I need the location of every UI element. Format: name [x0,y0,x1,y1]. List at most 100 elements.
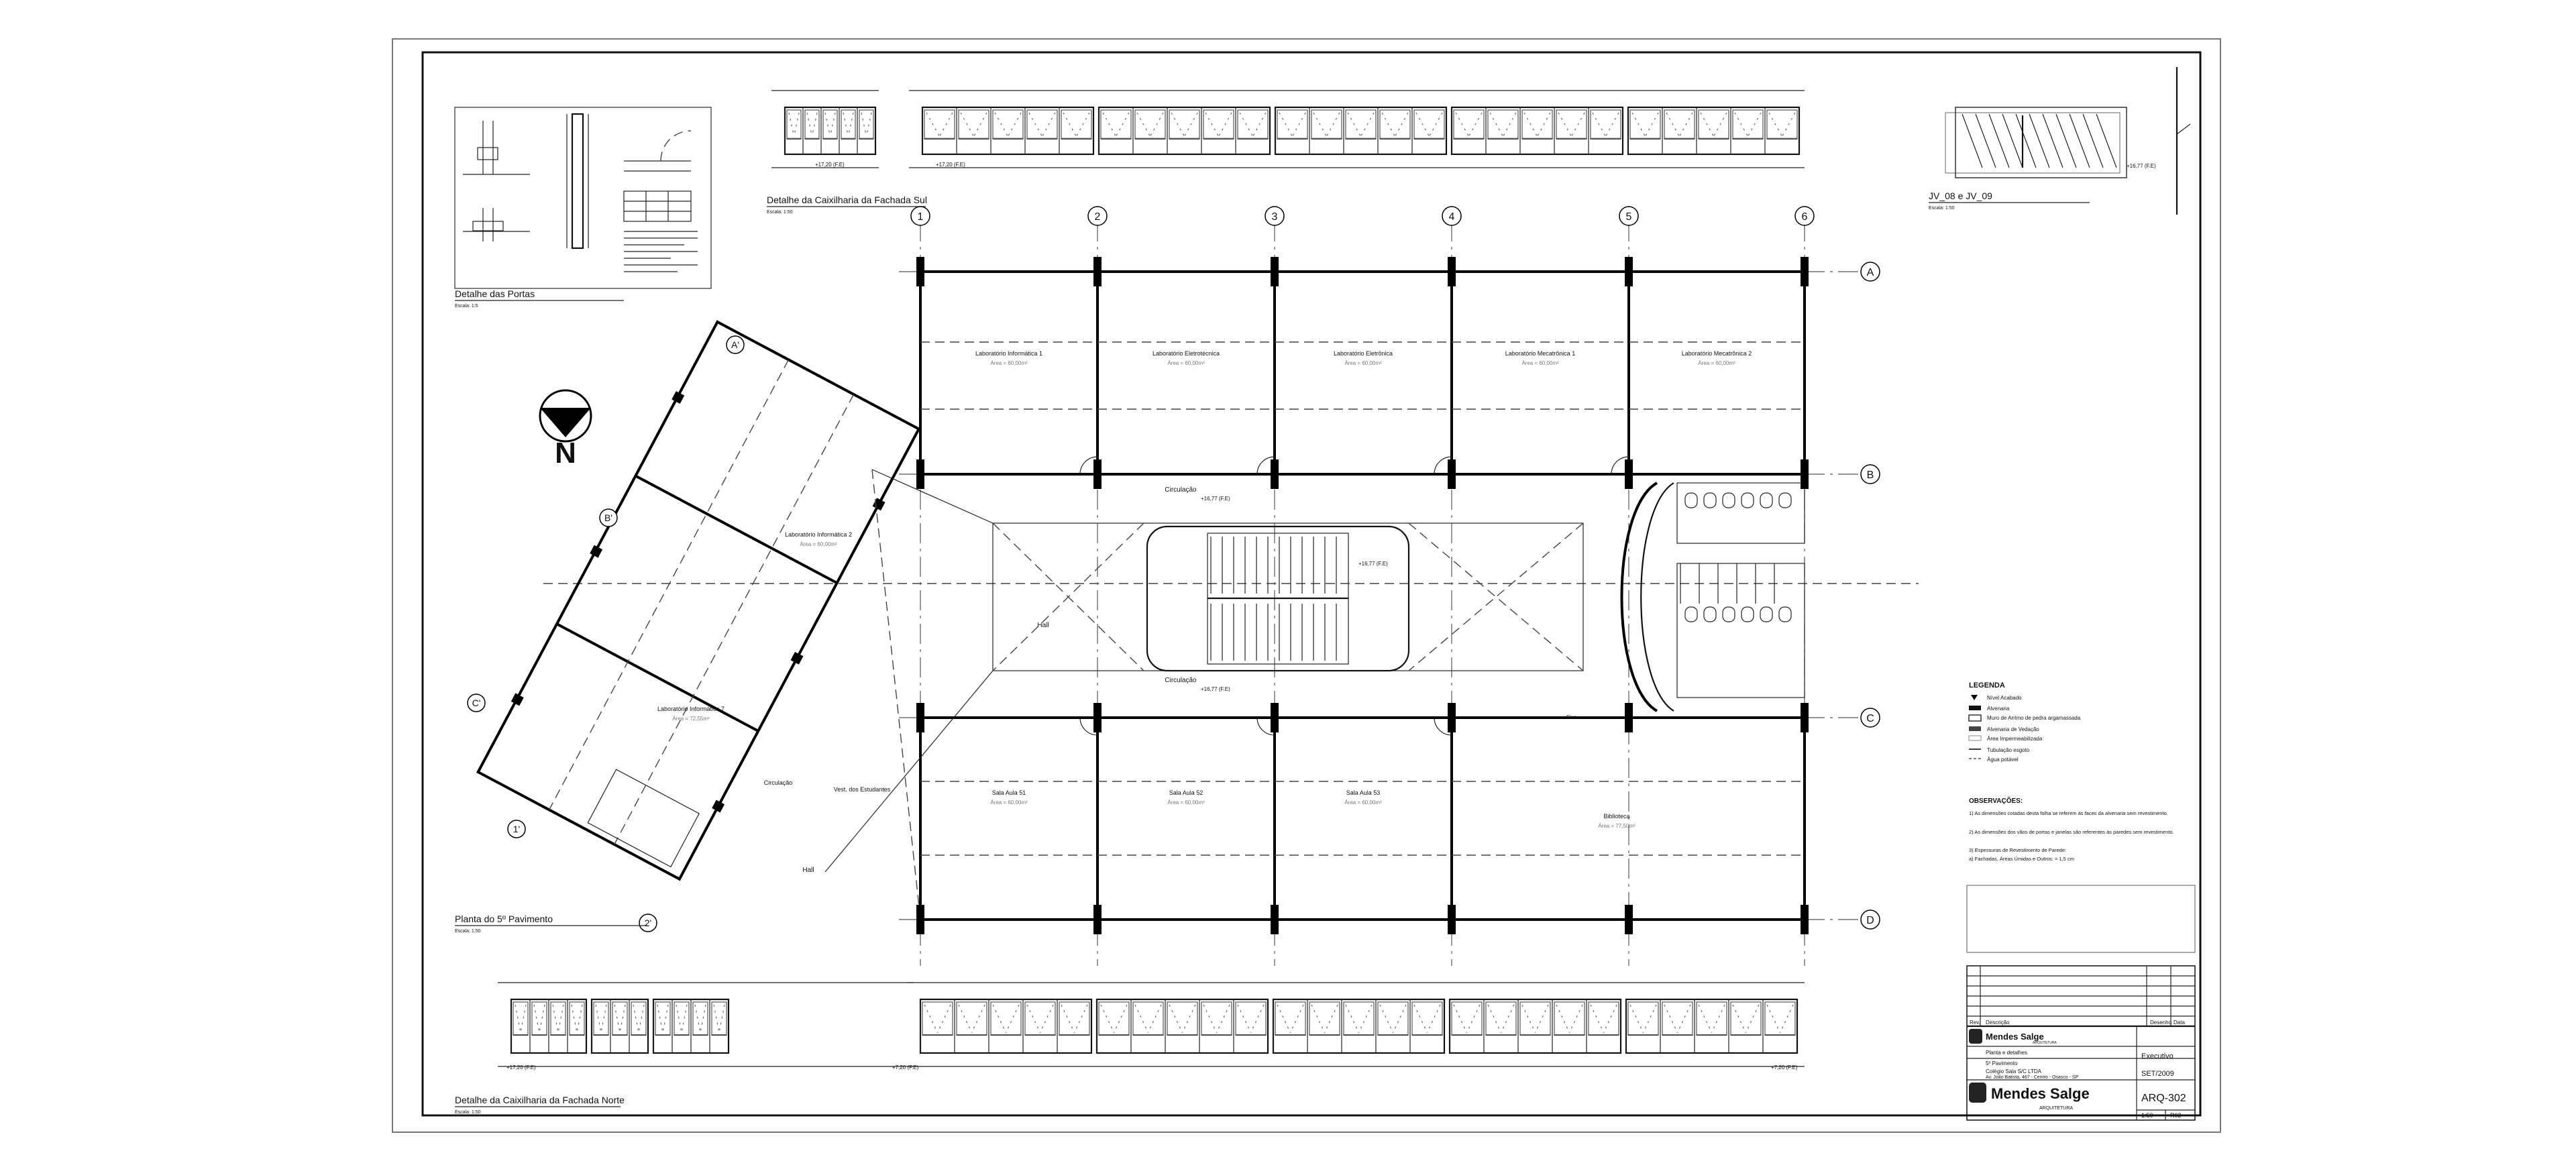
structural-column [1271,459,1279,489]
grid-bubble-diag [507,820,526,838]
room-name: Laboratório Eletrônica [1334,350,1393,357]
rev-header-cell: Desenho [2150,1019,2172,1026]
grid-bubble-row [1860,708,1880,728]
grid-bubble-col [1442,206,1462,226]
south-frame-scale: Escala: 1:50 [767,210,793,215]
structural-column [1093,257,1102,286]
firm-name-large: Mendes Salge [1991,1085,2090,1102]
firm-sub-large: ARQUITETURA [2039,1106,2074,1111]
label-circ-top: Circulação [1165,486,1197,494]
grid-bubble-diag [599,508,618,527]
grid-bubble-col [910,206,930,226]
north-label: N [555,437,576,470]
grid-label-row: D [1866,915,1874,926]
structural-column [1271,703,1279,732]
legend-item: Água potável [1987,757,2019,763]
grid-label-row: A [1867,267,1874,278]
label-fixo: Fixo [1566,714,1577,720]
room-name: Laboratório Informática 1 [975,350,1042,357]
room-name: Laboratório Informática 2 [785,531,852,538]
room-area: Área = 72,55m² [672,716,710,722]
grid-label-col: 1 [918,211,924,223]
firm-sub: ARQUITETURA [2033,1041,2057,1045]
grid-label-diag: 2' [645,918,651,928]
level-jv: +16,77 (F.E) [2127,163,2156,169]
label-circ-side: Circulação [764,779,793,786]
south-facade-frames [771,90,1805,168]
tb-endereco: Av. João Batista, 467 - Centro - Osasco … [1986,1075,2079,1080]
structural-column [916,703,924,732]
jv-title: JV_08 e JV_09 [1929,190,1992,201]
north-facade-frames [498,982,1805,1067]
legend-item: Área Impermeabilizada [1987,736,2043,742]
structural-column [1801,257,1809,286]
grid-label-col: 2 [1095,211,1101,223]
structural-column [1093,459,1102,489]
label-hall2: Hall [802,867,814,874]
label-vest: Vest. dos Estudantes [834,786,891,793]
tb-data: SET/2009 [2141,1070,2174,1078]
level-south-b: +17,20 (F.E) [936,162,965,168]
tb-cliente: Colégio Sala S/C LTDA [1986,1068,2042,1074]
inner-border [421,51,2202,1117]
grid-bubble-diag [467,694,486,712]
room-area: Área = 60,00m² [1521,360,1559,366]
structural-column [1271,257,1279,286]
notes-title: OBSERVAÇÕES: [1969,796,2023,805]
structural-column [1625,905,1633,934]
structural-column [1093,905,1102,934]
level-south-a: +17,20 (F.E) [815,162,845,168]
tb-revisao: R02 [2170,1112,2182,1119]
rev-header-cell: Descrição [1986,1019,2010,1026]
legend-swatches [1968,695,1982,759]
tb-escala: 1:50 [2141,1112,2153,1119]
legend-item: Alvenaria de Vedação [1987,726,2039,732]
note-item: 1) As dimensões cotadas desta folha se r… [1969,810,2168,816]
structural-column [1625,459,1633,489]
structural-column [1271,905,1279,934]
grid-label-diag: 1' [513,824,520,834]
grid-label-row: B [1867,470,1874,481]
plan-scale: Escala: 1:50 [455,929,481,934]
note-item: 2) As dimensões dos vãos de portas e jan… [1969,829,2174,835]
structural-column [916,459,924,489]
label-hall: Hall [1037,622,1049,629]
room-name: Laboratório Informática 7 [657,706,724,712]
note-item: a) Fachadas, Áreas Úmidas e Outros: = 1,… [1969,856,2074,862]
structural-column [1448,703,1456,732]
door-detail [454,107,712,289]
level-north-a: +17,20 (F.E) [506,1064,536,1070]
room-name: Sala Aula 53 [1346,789,1381,796]
room-area: Área = 60,00m² [1344,360,1382,366]
structural-column [1448,905,1456,934]
doors-title: Detalhe das Portas [455,288,535,299]
north-arrow [539,389,592,443]
outer-border [392,38,2221,1133]
title-block [1966,885,2196,1121]
south-frame-title: Detalhe da Caixilharia da Fachada Sul [767,195,927,205]
room-area: Área = 60,00m² [990,799,1028,806]
structural-column [1093,703,1102,732]
floor-plan [476,221,1919,966]
structural-column [916,905,924,934]
structural-column [1625,257,1633,286]
structural-column [1448,459,1456,489]
room-area: Área = 60,00m² [990,360,1028,366]
level-north-b: +7,20 (F.E) [892,1064,919,1070]
doors-scale: Escala: 1:5 [455,304,478,309]
grid-label-col: 4 [1449,211,1455,223]
rev-header-cell: Data [2174,1019,2185,1026]
grid-label-col: 6 [1802,211,1808,223]
jv-detail [1945,67,2191,215]
jv-scale: Escala: 1:50 [1929,206,1955,211]
grid-bubble-col [1265,206,1285,226]
room-name: Laboratório Eletrotécnica [1152,350,1220,357]
room-area: Área = 60,00m² [800,541,837,547]
structural-column [1801,459,1809,489]
grid-bubble-col [1619,206,1639,226]
grid-label-col: 3 [1272,211,1278,223]
room-area: Área = 77,50m² [1598,823,1635,829]
legend-item: Alvenaria [1987,706,2010,712]
